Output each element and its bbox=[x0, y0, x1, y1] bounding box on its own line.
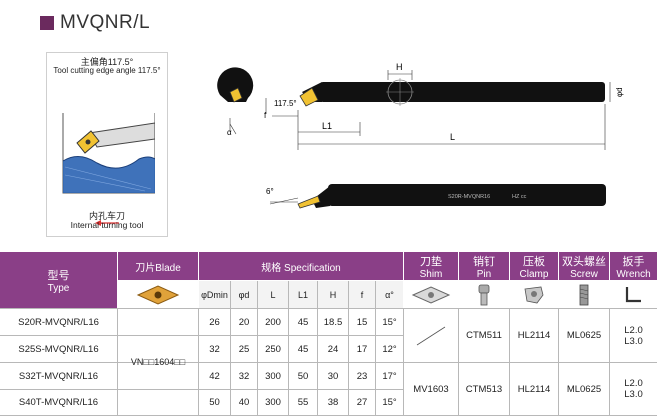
f-cell: 23 bbox=[356, 370, 368, 382]
tool-drawing: α H φd 117.5° f L1 L S20R-MVQNR16 HZ cc … bbox=[217, 62, 624, 209]
angle-cn-label: 主偏角117.5° bbox=[80, 57, 134, 67]
spec-col-l: L bbox=[258, 281, 288, 308]
spec-col-dmin: φDmin bbox=[199, 281, 230, 308]
h-label: H bbox=[396, 62, 403, 72]
wrench-cell: L2.0 L3.0 bbox=[624, 378, 643, 400]
dmin-cell: 32 bbox=[209, 343, 220, 355]
alpha-label: α bbox=[227, 128, 232, 137]
screw-image-cell bbox=[559, 281, 609, 308]
screw-icon bbox=[579, 284, 589, 305]
type-cell: S20R-MVQNR/L16 bbox=[18, 316, 99, 328]
l1-cell: 45 bbox=[297, 316, 309, 328]
end-view-insert bbox=[229, 87, 243, 103]
spec-col-f: f bbox=[349, 281, 375, 308]
l-cell: 300 bbox=[265, 397, 281, 408]
l1-cell: 50 bbox=[297, 370, 309, 382]
bore-en-label: Internal turning tool bbox=[70, 220, 144, 230]
clamp-cell: HL2114 bbox=[517, 383, 551, 395]
alpha-cell: 15° bbox=[382, 316, 397, 328]
d-cell: 32 bbox=[238, 370, 250, 382]
bore-illustration bbox=[62, 113, 155, 226]
alpha-cell: 15° bbox=[382, 397, 397, 408]
h-cell: 30 bbox=[327, 370, 339, 382]
type-cell: S25S-MVQNR/L16 bbox=[18, 343, 99, 355]
shim-cell: MV1603 bbox=[413, 383, 449, 395]
shank-side bbox=[328, 184, 606, 206]
f-cell: 17 bbox=[356, 343, 368, 355]
spec-col-d: φd bbox=[231, 281, 257, 308]
blade-code-cell: VN□□1604□□ bbox=[130, 357, 186, 367]
shim-icon bbox=[411, 285, 451, 304]
angle-info-box: 主偏角117.5° Tool cutting edge angle 117.5°… bbox=[46, 52, 168, 237]
l-label: L bbox=[450, 132, 455, 142]
shim-empty-cell bbox=[404, 309, 458, 362]
wrench-icon bbox=[625, 286, 641, 302]
spec-col-alpha: α° bbox=[376, 281, 403, 308]
wrench-image-cell bbox=[610, 281, 657, 308]
f-label: f bbox=[264, 111, 267, 120]
h-cell: 18.5 bbox=[323, 316, 343, 328]
spec-col-l1: L1 bbox=[289, 281, 317, 308]
l1-cell: 45 bbox=[297, 343, 309, 355]
d-cell: 40 bbox=[238, 397, 250, 408]
d-cell: 25 bbox=[238, 343, 250, 355]
shank-marking-2: HZ cc bbox=[512, 194, 527, 200]
wrench-cell: L2.0 L3.0 bbox=[624, 324, 643, 347]
blade-insert-icon bbox=[136, 284, 180, 305]
rake-label: 6° bbox=[266, 187, 274, 196]
shim-header: 刀垫 Shim bbox=[404, 252, 458, 280]
shank-marking: S20R-MVQNR16 bbox=[448, 194, 490, 200]
spec-header: 规格 Specification bbox=[199, 252, 403, 280]
side-insert bbox=[297, 195, 321, 209]
spec-col-h: H bbox=[318, 281, 348, 308]
clamp-header: 压板 Clamp bbox=[510, 252, 558, 280]
type-cell: S32T-MVQNR/L16 bbox=[18, 370, 99, 382]
pin-cell: CTM511 bbox=[466, 330, 502, 341]
angle-label: 117.5° bbox=[274, 99, 297, 108]
l-cell: 300 bbox=[265, 370, 281, 382]
wrench-header: 扳手 Wrench bbox=[610, 252, 657, 280]
clamp-cell: HL2114 bbox=[517, 330, 551, 341]
type-header: 型号 Type bbox=[0, 252, 117, 308]
phid-label: φd bbox=[615, 87, 624, 97]
pin-image-cell bbox=[459, 281, 509, 308]
clamp-image-cell bbox=[510, 281, 558, 308]
spec-table: 型号 Type 刀片Blade 规格 Specification 刀垫 Shim… bbox=[0, 252, 657, 416]
title-marker bbox=[40, 16, 54, 30]
screw-cell: ML0625 bbox=[566, 330, 602, 341]
blade-image-cell bbox=[118, 281, 198, 308]
clamp-icon bbox=[524, 286, 544, 303]
dmin-cell: 50 bbox=[209, 397, 220, 408]
screw-header: 双头螺丝 Screw bbox=[559, 252, 609, 280]
shim-image-cell bbox=[404, 281, 458, 308]
l-cell: 200 bbox=[265, 316, 281, 328]
bore-cn-label: 内孔车刀 bbox=[88, 211, 125, 221]
angle-en-label: Tool cutting edge angle 117.5° bbox=[53, 66, 161, 75]
d-cell: 20 bbox=[238, 316, 250, 328]
title-text: MVQNR/L bbox=[60, 12, 151, 33]
alpha-cell: 17° bbox=[382, 370, 397, 382]
l-cell: 250 bbox=[265, 343, 281, 355]
no-shim-slash bbox=[416, 326, 446, 345]
pin-icon bbox=[478, 284, 490, 305]
pin-header: 销钉 Pin bbox=[459, 252, 509, 280]
blade-header: 刀片Blade bbox=[118, 252, 198, 280]
alpha-cell: 12° bbox=[382, 343, 397, 355]
end-view-shape bbox=[217, 67, 254, 102]
top-insert bbox=[299, 87, 319, 107]
page-title: MVQNR/L bbox=[40, 12, 150, 34]
h-cell: 24 bbox=[327, 343, 339, 355]
f-cell: 15 bbox=[356, 316, 368, 328]
l1-cell: 55 bbox=[297, 397, 309, 408]
screw-cell: ML0625 bbox=[566, 383, 602, 395]
h-cell: 38 bbox=[327, 397, 339, 408]
pin-cell: CTM513 bbox=[465, 383, 503, 395]
dmin-cell: 42 bbox=[209, 370, 220, 382]
shank-top bbox=[320, 82, 605, 102]
f-cell: 27 bbox=[356, 397, 368, 408]
dmin-cell: 26 bbox=[209, 316, 220, 328]
type-cell: S40T-MVQNR/L16 bbox=[18, 397, 99, 408]
l1-label: L1 bbox=[322, 121, 332, 131]
